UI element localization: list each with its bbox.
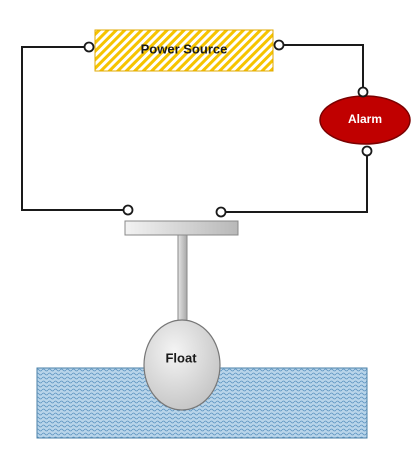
power-source-box	[94, 29, 274, 72]
power-terminal-left	[83, 41, 95, 53]
alarm-label: Alarm	[348, 112, 382, 126]
switch-contact-right	[215, 206, 227, 218]
alarm-terminal-bottom	[361, 145, 373, 157]
power-terminal-right	[273, 39, 285, 51]
wire-left	[21, 46, 128, 211]
float-label: Float	[165, 350, 197, 365]
switch-contact-left	[122, 204, 134, 216]
wires	[21, 44, 368, 213]
power-source-label: Power Source	[141, 41, 228, 56]
terminals	[83, 39, 373, 218]
wire-right	[221, 151, 368, 213]
float-rod	[177, 234, 188, 326]
alarm-terminal-top	[357, 86, 369, 98]
contact-plate	[124, 220, 239, 236]
wire-top-right	[279, 44, 364, 92]
float-body	[143, 319, 221, 411]
